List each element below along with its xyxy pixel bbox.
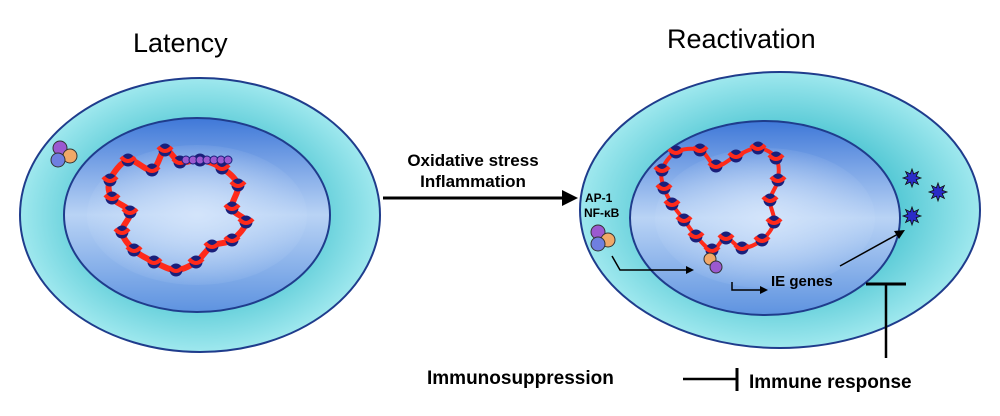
dna-wrap	[655, 183, 673, 191]
dna-wrap	[143, 165, 161, 173]
transition-arrow	[383, 190, 578, 206]
dna-wrap	[769, 175, 787, 183]
virion	[901, 205, 923, 227]
dna-wrap	[103, 193, 121, 201]
factor-import-arrow	[611, 255, 688, 271]
reactivation-cell	[579, 71, 981, 349]
ie-to-virion-arrowhead	[894, 230, 905, 239]
ie-to-virion-arrow	[839, 233, 899, 267]
dna-wrap	[237, 217, 255, 225]
immune-response-label: Immune response	[749, 372, 912, 393]
dna-wrap	[667, 147, 685, 155]
dna-wrap	[213, 163, 231, 171]
reactivation-genome	[653, 141, 787, 257]
dna-wrap	[101, 175, 119, 183]
dna-wrap	[733, 243, 751, 251]
dna-wrap	[125, 245, 143, 253]
reactivation-transcription-factors	[590, 224, 616, 252]
latency-nucleus-glow	[87, 145, 307, 285]
dna-wrap	[717, 233, 735, 241]
dna-wrap	[703, 245, 721, 253]
transition-label-line1: Oxidative stress	[407, 151, 539, 170]
immunosuppression-inhibition	[683, 368, 739, 391]
latency-transcription-factors	[50, 140, 78, 168]
immunosuppression-label: Immunosuppression	[427, 368, 614, 389]
transcription-arrow	[731, 282, 762, 291]
dna-wrap	[223, 235, 241, 243]
dna-wrap	[753, 235, 771, 243]
nfkb-label: NF-κB	[584, 206, 620, 220]
dna-wrap	[223, 203, 241, 211]
dna-wrap	[167, 265, 185, 273]
dna-wrap	[691, 145, 709, 153]
latency-cell	[19, 77, 381, 353]
viral-dna-bead	[223, 155, 233, 165]
immune-inhibition	[866, 282, 906, 358]
dna-wrap	[121, 207, 139, 215]
dna-wrap	[663, 199, 681, 207]
dna-wrap	[113, 227, 131, 235]
dna-wrap	[727, 151, 745, 159]
ap1-label: AP-1	[585, 191, 613, 205]
dna-wrap	[119, 155, 137, 163]
dna-wrap	[749, 143, 767, 151]
dna-wrap	[687, 231, 705, 239]
dna-wrap	[203, 241, 221, 249]
transcription-arrowhead	[760, 286, 768, 294]
ie-genes-label: IE genes	[771, 273, 833, 290]
dna-wrap	[767, 153, 785, 161]
dna-wrap	[675, 215, 693, 223]
virion	[901, 167, 923, 189]
dna-wrap	[765, 217, 783, 225]
reactivation-title: Reactivation	[667, 24, 816, 54]
bound-transcription-factors	[703, 252, 723, 274]
latency-episome	[101, 143, 255, 277]
dna-wrap	[707, 161, 725, 169]
virion	[927, 181, 949, 203]
transition-label-line2: Inflammation	[420, 172, 526, 191]
latency-title: Latency	[133, 28, 228, 58]
dna-wrap	[156, 145, 174, 153]
dna-wrap	[187, 257, 205, 265]
dna-wrap	[145, 257, 163, 265]
dna-wrap	[653, 165, 671, 173]
factor-import-arrowhead	[686, 266, 694, 274]
dna-wrap	[229, 180, 247, 188]
dna-wrap	[761, 195, 779, 203]
virions	[901, 167, 949, 227]
